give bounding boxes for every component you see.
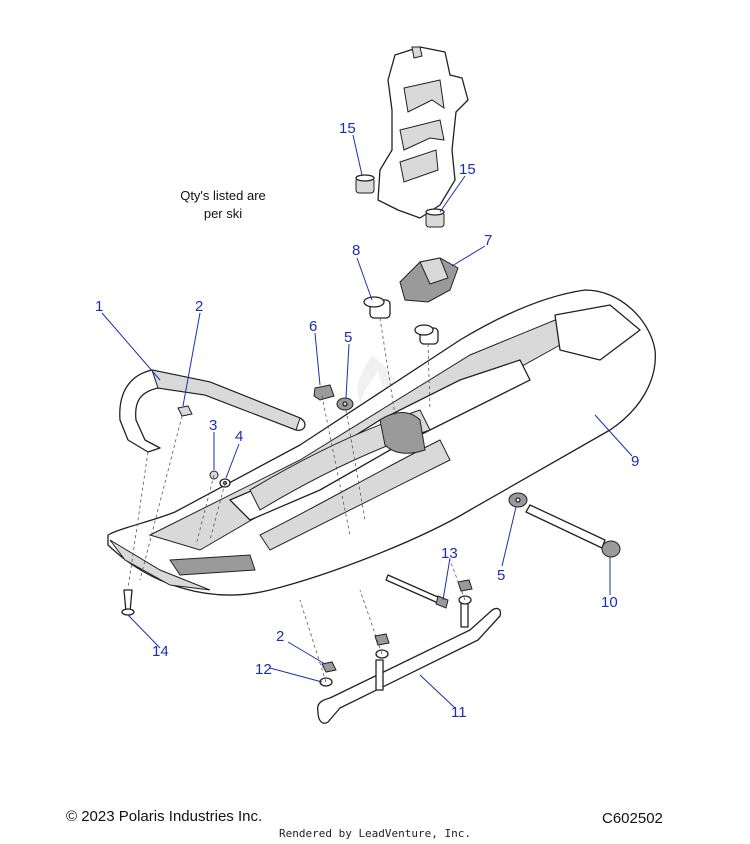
callout-4: 4 bbox=[235, 428, 243, 445]
carbide-runner-part bbox=[316, 602, 502, 724]
quantity-note: Qty's listed are per ski bbox=[180, 188, 266, 221]
callout-3: 3 bbox=[209, 417, 217, 434]
assembly-lines bbox=[127, 317, 466, 683]
stud-part bbox=[121, 589, 135, 616]
runner-nut-left-part bbox=[319, 661, 337, 687]
diagram-code: C602502 bbox=[602, 810, 663, 827]
ski-loop-handle-part bbox=[119, 369, 306, 453]
callout-14: 14 bbox=[152, 643, 169, 660]
sleeve-part bbox=[363, 296, 391, 319]
callout-8: 8 bbox=[352, 242, 360, 259]
washer-lower-part bbox=[508, 492, 528, 508]
spindle-part bbox=[377, 46, 469, 219]
runner-nut-mid-part bbox=[374, 633, 390, 659]
callout-10: 10 bbox=[601, 594, 618, 611]
leader-lines bbox=[101, 134, 633, 709]
callout-2-upper: 2 bbox=[195, 298, 203, 315]
copyright-text: © 2023 Polaris Industries Inc. bbox=[66, 808, 263, 825]
callout-7: 7 bbox=[484, 232, 492, 249]
flange-nut-part bbox=[313, 384, 335, 401]
callout-13: 13 bbox=[441, 545, 458, 562]
callout-15-left: 15 bbox=[339, 120, 356, 137]
callout-2-lower: 2 bbox=[276, 628, 284, 645]
nut-upper-part bbox=[177, 405, 193, 417]
bushing-right-part bbox=[425, 208, 445, 228]
ski-body-part bbox=[107, 289, 656, 596]
carbide-bolt-part bbox=[385, 574, 449, 609]
watermark-flame-icon bbox=[357, 355, 396, 412]
callout-15-right: 15 bbox=[459, 161, 476, 178]
callout-9: 9 bbox=[631, 453, 639, 470]
runner-nut-right-part bbox=[457, 579, 473, 605]
rendered-by-text: Rendered by LeadVenture, Inc. bbox=[278, 827, 472, 840]
callout-1: 1 bbox=[95, 298, 103, 315]
callout-5-lower: 5 bbox=[497, 567, 505, 584]
bushing-left-part bbox=[355, 174, 375, 194]
sleeve-small-part bbox=[414, 324, 439, 345]
saddle-block-part bbox=[399, 257, 459, 303]
callout-12: 12 bbox=[255, 661, 272, 678]
spindle-bolt-part bbox=[525, 504, 621, 558]
callout-11: 11 bbox=[451, 704, 467, 721]
callout-5-upper: 5 bbox=[344, 329, 352, 346]
callout-6: 6 bbox=[309, 318, 317, 335]
